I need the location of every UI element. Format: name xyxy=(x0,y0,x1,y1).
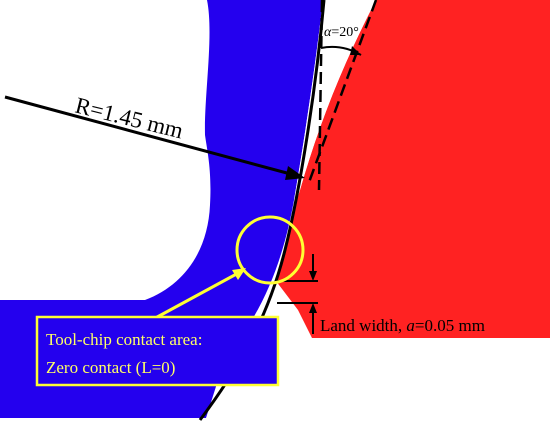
callout-pointer-arrowhead xyxy=(232,268,246,280)
land-width-label: Land width, a=0.05 mm xyxy=(320,316,485,335)
callout-line-1: Tool-chip contact area: xyxy=(46,330,202,349)
rake-angle-label: α=20° xyxy=(324,25,359,40)
workpiece-chip-region xyxy=(0,0,322,418)
contact-area-circle xyxy=(235,215,305,285)
land-width-value: =0.05 mm xyxy=(415,316,485,335)
land-dim-arrowhead-top xyxy=(309,271,317,281)
radius-arrowhead xyxy=(285,166,305,180)
rake-angle-symbol: α xyxy=(324,25,332,40)
arc-arrowhead xyxy=(350,46,361,55)
clearance-gap xyxy=(294,0,376,200)
radius-label: R=1.45 mm xyxy=(73,93,186,144)
radius-arrow-line xyxy=(4,95,299,178)
rake-face-dashed-line xyxy=(306,0,378,186)
land-dim-arrowhead-bottom xyxy=(309,303,317,313)
callout-pointer-line xyxy=(147,269,243,324)
callout-line-2: Zero contact (L=0) xyxy=(46,358,175,377)
land-width-symbol: a xyxy=(406,316,415,335)
reference-dashed-line xyxy=(317,0,324,191)
callout-box xyxy=(35,315,280,387)
rake-angle-value: =20° xyxy=(331,25,359,40)
land-width-prefix: Land width, xyxy=(320,316,406,335)
